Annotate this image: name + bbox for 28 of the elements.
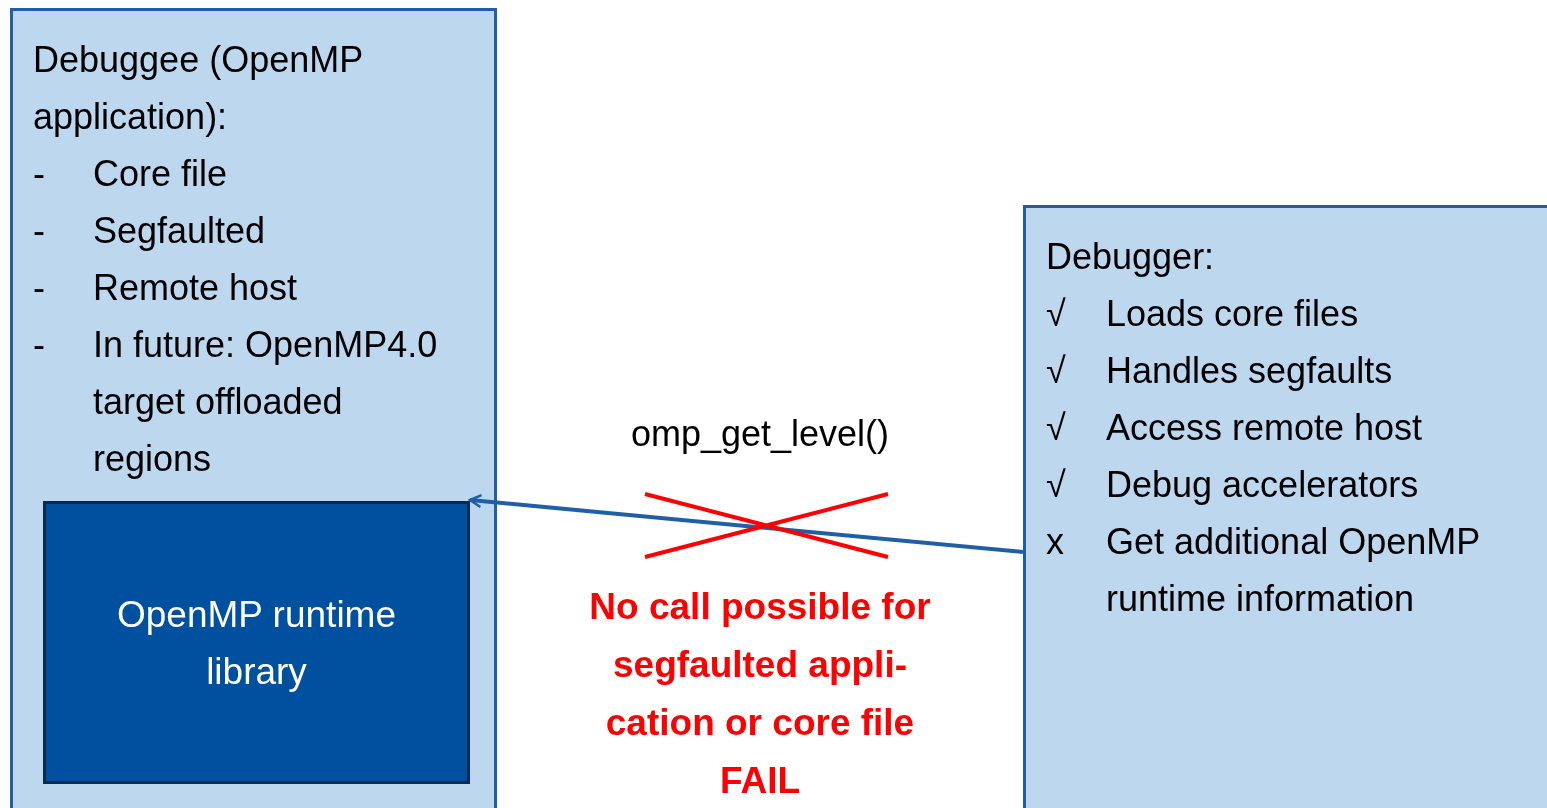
bullet-marker: - bbox=[33, 152, 46, 196]
component-box bbox=[1023, 205, 1547, 808]
library-box bbox=[43, 501, 470, 784]
list-item: Core file bbox=[93, 152, 229, 196]
box-heading: Debugger: bbox=[1046, 235, 1216, 279]
box-heading: Debuggee (OpenMP application): bbox=[33, 38, 364, 139]
bullet-marker: √ bbox=[1046, 406, 1067, 450]
list-item: In future: OpenMP4.0 target offloaded regions bbox=[93, 323, 439, 481]
bullet-marker: √ bbox=[1046, 292, 1067, 336]
list-item: Remote host bbox=[93, 266, 299, 310]
list-item: Debug accelerators bbox=[1106, 463, 1420, 507]
box-label: OpenMP runtime library bbox=[116, 592, 397, 694]
bullet-marker: - bbox=[33, 323, 46, 367]
bullet-marker: √ bbox=[1046, 349, 1067, 393]
edge-label: omp_get_level() bbox=[629, 412, 891, 456]
bullet-marker: x bbox=[1046, 520, 1065, 564]
list-item: Handles segfaults bbox=[1106, 349, 1394, 393]
list-item: Access remote host bbox=[1106, 406, 1424, 450]
bullet-marker: - bbox=[33, 266, 46, 310]
arrow bbox=[468, 493, 1024, 554]
component-box bbox=[10, 8, 497, 808]
list-item: Get additional OpenMP runtime information bbox=[1106, 520, 1481, 621]
fail-note: No call possible for segfaulted appli- cation or core file bbox=[588, 585, 932, 745]
list-item: Loads core files bbox=[1106, 292, 1360, 336]
bullet-marker: √ bbox=[1046, 463, 1067, 507]
bullet-marker: - bbox=[33, 209, 46, 253]
list-item: Segfaulted bbox=[93, 209, 267, 253]
fail-note: FAIL bbox=[718, 759, 802, 803]
